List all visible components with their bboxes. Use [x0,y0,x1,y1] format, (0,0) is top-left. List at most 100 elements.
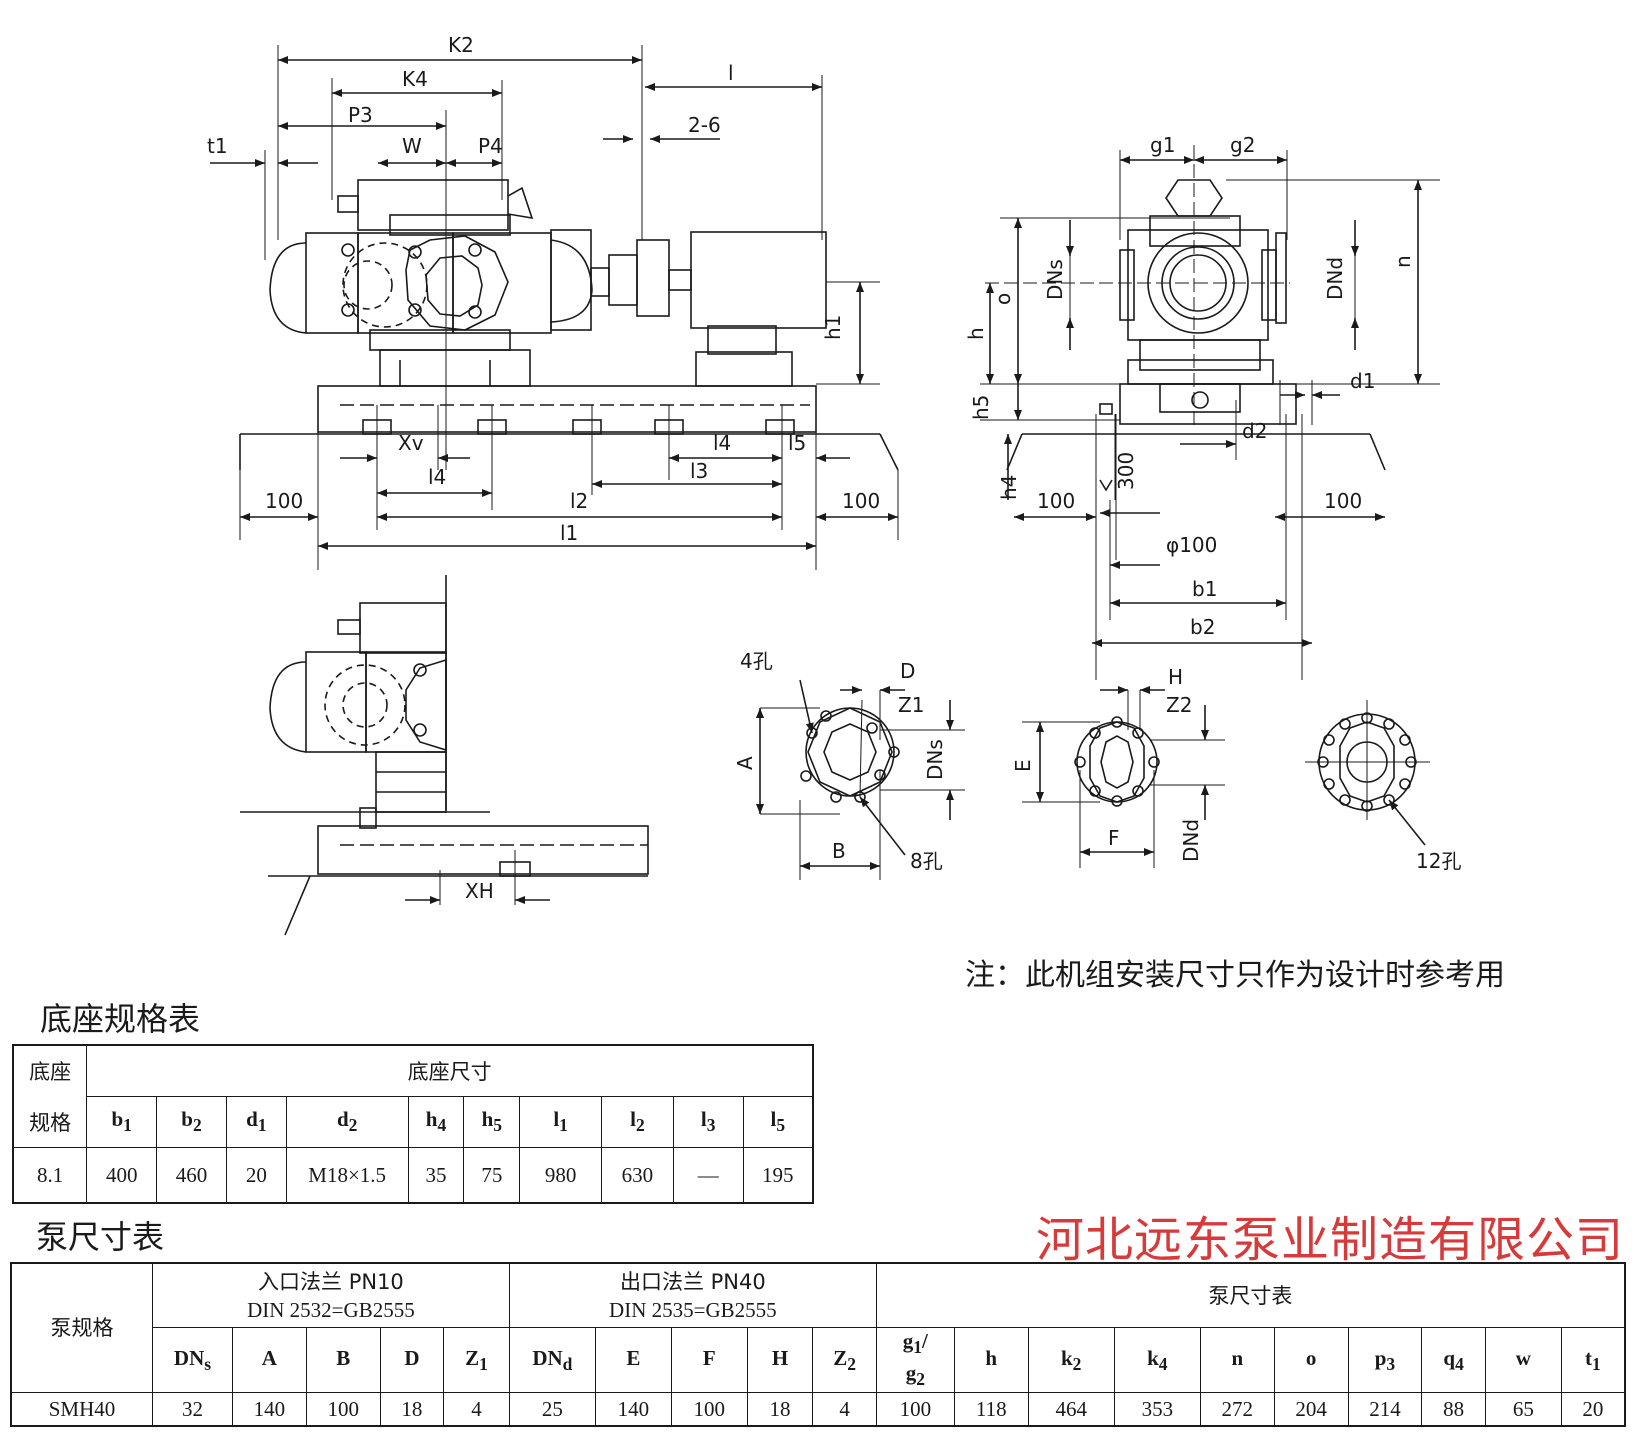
base-col-header-subscript: 3 [706,1115,716,1136]
pump-head-inlet: 入口法兰 PN10 DIN 2532=GB2555 [152,1262,510,1328]
pump-col-header-3: D [379,1326,445,1394]
pump-col-header-symbol: B [336,1345,351,1370]
dim-t1: t1 [207,134,228,158]
base-col-header-1: b2 [156,1096,227,1148]
pump-cell: 118 [953,1392,1029,1427]
base-cell: 35 [407,1147,465,1204]
pump-col-header-subscript: 4 [1158,1353,1168,1374]
pump-cell: 100 [670,1392,748,1427]
pump-cell: 18 [379,1392,445,1427]
pump-cell: 32 [152,1392,233,1427]
pump-col-header-symbol: E [626,1345,641,1370]
dim-n: n [1391,255,1415,268]
dim-K2: K2 [448,33,474,57]
pump-col-header-16: p3 [1347,1326,1423,1394]
pump-col-header-symbol: n [1231,1345,1244,1370]
pump-cell: 25 [508,1392,596,1427]
dim-h4: h4 [997,475,1021,500]
base-col-header-symbol: d [336,1107,349,1132]
base-col-header-subscript: 1 [257,1115,267,1136]
dim-l3: l3 [690,459,708,483]
pump-cell: 88 [1421,1392,1486,1427]
pump-cell: 140 [231,1392,307,1427]
pump-col-header-symbol: t [1585,1345,1593,1370]
base-col-header-symbol: l [770,1107,777,1132]
pump-col-header-symbol: g [902,1329,914,1353]
pump-col-header-symbol: k [1147,1345,1159,1370]
base-col-header-8: l3 [672,1096,744,1148]
pump-col-header-symbol: o [1305,1345,1317,1370]
pump-col-header-5: DNd [508,1326,596,1394]
pump-size-table: 泵规格 入口法兰 PN10 DIN 2532=GB2555 出口法兰 PN40 … [10,1262,1626,1428]
base-col-header-9: l5 [742,1096,814,1148]
pump-col-header-subscript-2: 2 [916,1369,925,1390]
pump-col-header-symbol: h [985,1345,998,1370]
dim-H: H [1168,665,1183,689]
pump-head-dims: 泵尺寸表 [875,1262,1626,1328]
dim-DNd: DNd [1323,257,1347,300]
pump-col-header-symbol: w [1515,1345,1531,1370]
pump-col-header-8: H [746,1326,814,1394]
base-col-header-symbol: h [481,1107,494,1132]
dim-b2: b2 [1190,615,1215,639]
dim-l: l [728,61,734,85]
base-col-header-symbol: d [246,1107,258,1132]
base-col-header-subscript: 4 [437,1115,447,1136]
pump-cell: 4 [812,1392,877,1427]
pump-cell: 4 [443,1392,510,1427]
pump-col-header-symbol: H [771,1345,789,1370]
pump-col-header-13: k4 [1113,1326,1201,1394]
pump-cell: 272 [1199,1392,1275,1427]
pump-cell: 18 [746,1392,814,1427]
base-col-header-5: h5 [463,1096,521,1148]
pump-cell: 65 [1484,1392,1562,1427]
pump-cell: 140 [594,1392,672,1427]
base-cell: 400 [86,1147,158,1204]
flange-outlet [1022,686,1225,868]
dim-F: F [1108,826,1120,850]
dim-E: E [1011,759,1035,772]
dim-P4: P4 [478,134,503,158]
pump-cell: 100 [305,1392,381,1427]
pump-col-header-11: h [953,1326,1029,1394]
pump-head-inlet-line2: DIN 2532=GB2555 [247,1297,415,1322]
base-col-header-7: l2 [601,1096,674,1148]
pump-col-header-symbol: DN [532,1345,563,1370]
pump-col-header-subscript: 3 [1386,1353,1396,1374]
pump-col-header-subscript: 1 [1592,1353,1601,1374]
base-cell: — [672,1147,744,1204]
pump-col-header-1: A [231,1326,307,1394]
dim-l5: l5 [788,431,806,455]
base-head-label-1: 底座 [12,1044,88,1097]
pump-col-header-19: t1 [1560,1326,1626,1394]
base-head-group: 底座尺寸 [86,1044,814,1097]
base-cell: 8.1 [12,1147,88,1204]
partial-view [240,575,649,936]
pump-col-header-subscript: s [204,1353,212,1374]
pump-cell: 20 [1560,1392,1626,1427]
base-cell: 75 [463,1147,521,1204]
dim-K4: K4 [402,67,428,91]
reference-note: 注：此机组安装尺寸只作为设计时参考用 [965,958,1505,993]
dim-DNs-flange: DNs [923,739,947,780]
dim-100-side-right: 100 [1324,489,1362,513]
dim-W: W [402,134,422,158]
pump-col-header-symbol: Z [465,1345,480,1370]
pump-col-header-symbol: q [1443,1345,1456,1370]
dim-100-right: 100 [842,489,880,513]
flange-12-hole [1305,700,1430,846]
front-view [210,45,899,570]
pump-col-header-subscript: 2 [847,1353,856,1374]
dim-Xv: Xv [398,431,424,455]
pump-col-header-symbol: A [261,1345,277,1370]
pump-head-outlet: 出口法兰 PN40 DIN 2535=GB2555 [508,1262,877,1328]
base-cell: 195 [742,1147,814,1204]
base-cell: 980 [519,1147,603,1204]
pump-col-header-18: w [1484,1326,1562,1394]
base-col-header-4: h4 [407,1096,465,1148]
engineering-drawing: K2 K4 P3 W P4 t1 l 2-6 h1 Xv l4 l5 l4 l3… [207,33,1461,936]
pump-col-header-10: g1/g2 [875,1326,955,1394]
dim-DNd-flange: DNd [1179,819,1203,862]
base-cell: M18×1.5 [285,1147,409,1204]
base-col-header-subscript: 5 [776,1115,786,1136]
